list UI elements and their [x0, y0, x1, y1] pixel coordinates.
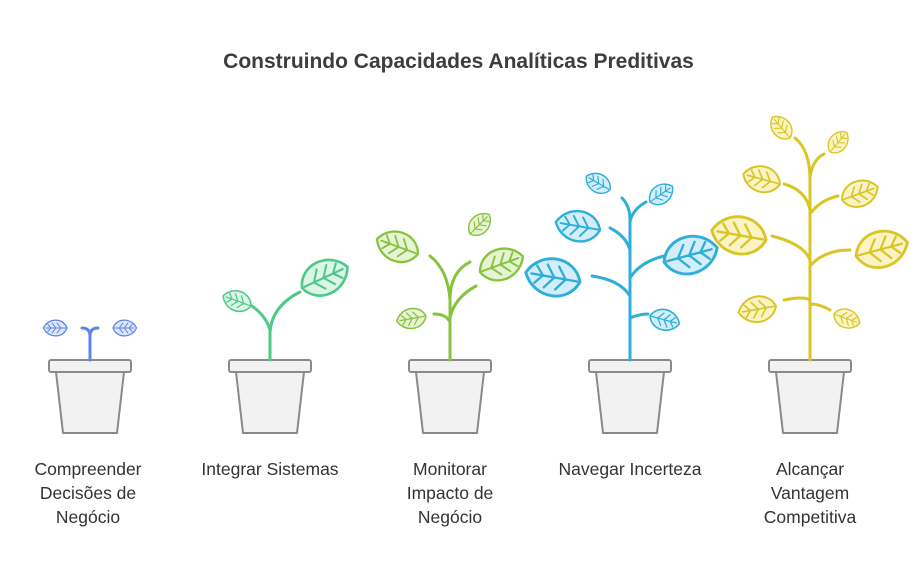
plant-stage-5 [710, 115, 909, 434]
leaf [827, 131, 849, 154]
leaf [737, 295, 777, 323]
leaf [710, 215, 768, 256]
pot-2 [228, 359, 312, 434]
stage-label-5: Alcançar Vantagem Competitiva [763, 459, 857, 527]
stage-label-2: Integrar Sistemas [201, 459, 339, 479]
leaf [662, 234, 719, 276]
plant-stage-1 [42, 319, 138, 434]
leaf [375, 230, 420, 264]
leaf [467, 212, 492, 237]
leaf [840, 179, 879, 208]
stage-label-4: Navegar Incerteza [558, 459, 702, 479]
pot-5 [768, 359, 852, 434]
leaf [524, 257, 582, 298]
diagram-title: Construindo Capacidades Analíticas Predi… [223, 50, 694, 73]
plant-stage-3 [375, 212, 525, 434]
leaf [854, 229, 909, 269]
pot-3 [408, 359, 492, 434]
pot-1 [48, 359, 132, 434]
leaf [742, 165, 781, 194]
leaf [42, 319, 68, 337]
leaf [300, 258, 349, 297]
leaf [649, 308, 681, 332]
plant-stage-2 [222, 258, 349, 434]
pot-4 [588, 359, 672, 434]
sprout-2 [222, 258, 349, 362]
leaf [396, 307, 427, 330]
stage-label-1: Compreender Decisões de Negócio [34, 459, 142, 527]
leaf [222, 290, 252, 313]
leafy-plant-4 [524, 172, 719, 362]
leaf [554, 209, 602, 243]
young-plant-3 [375, 212, 525, 362]
leaf [112, 319, 138, 337]
leaf [833, 308, 861, 329]
seedling-1 [42, 319, 138, 362]
leaf [478, 247, 525, 282]
leaf [648, 183, 674, 206]
tall-plant-5 [710, 115, 909, 362]
plant-stage-4 [524, 172, 719, 434]
leaf [585, 172, 611, 195]
stage-label-3: Monitorar Impacto de Negócio [406, 459, 494, 527]
leaf [770, 115, 793, 140]
